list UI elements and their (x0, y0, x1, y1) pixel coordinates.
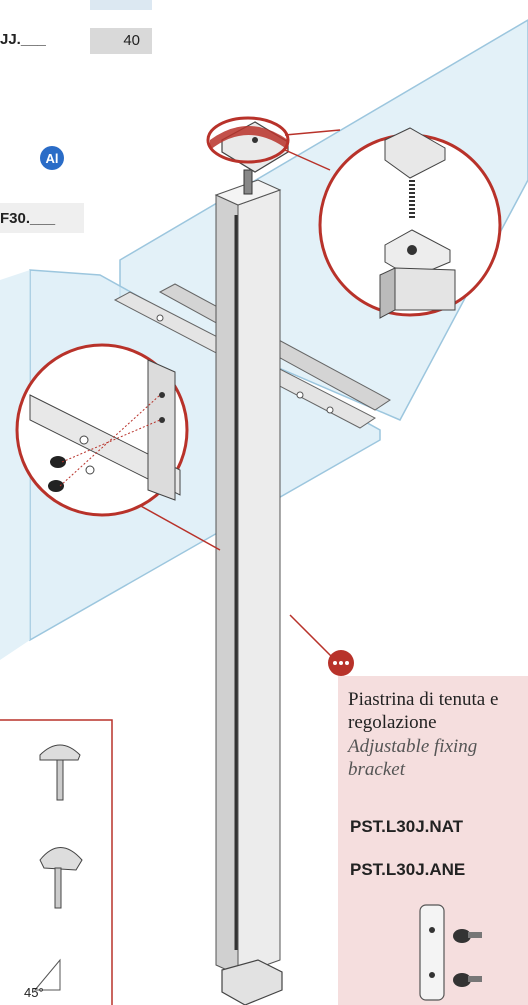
product-code-jj: JJ.___ (0, 31, 46, 48)
bottom-foot (221, 959, 283, 1005)
front-glass-panel-left (0, 270, 30, 660)
more-dots-badge[interactable] (328, 650, 354, 676)
angle-label: 45° (24, 985, 44, 1000)
bracket-title-it: Piastrina di tenuta e regolazione (348, 689, 499, 733)
aluminium-badge-label: Al (45, 150, 59, 166)
zoom-line-left (129, 499, 221, 551)
zoom-line-top-1 (284, 149, 331, 171)
post-side (237, 189, 281, 976)
aluminium-badge: Al (40, 146, 64, 170)
bracket-code-ane: PST.L30J.ANE (350, 860, 466, 879)
lower-left-box (0, 719, 113, 1005)
quantity-cell: 40 (90, 28, 152, 54)
zoom-line-top-2 (284, 129, 341, 136)
crossbar-hole-1 (156, 314, 164, 322)
top-strip-cell (90, 0, 152, 10)
bracket-plate-illustration (419, 904, 482, 1001)
crossbar-hole-2 (326, 406, 334, 414)
bracket-code-nat: PST.L30J.NAT (350, 817, 464, 836)
crossbar-hole-3 (296, 391, 304, 399)
quantity-value: 40 (123, 32, 140, 49)
bracket-title-en: Adjustable fixing bracket (348, 736, 478, 780)
product-code-f30: F30.___ (0, 210, 56, 227)
post-top-screw (243, 169, 253, 195)
